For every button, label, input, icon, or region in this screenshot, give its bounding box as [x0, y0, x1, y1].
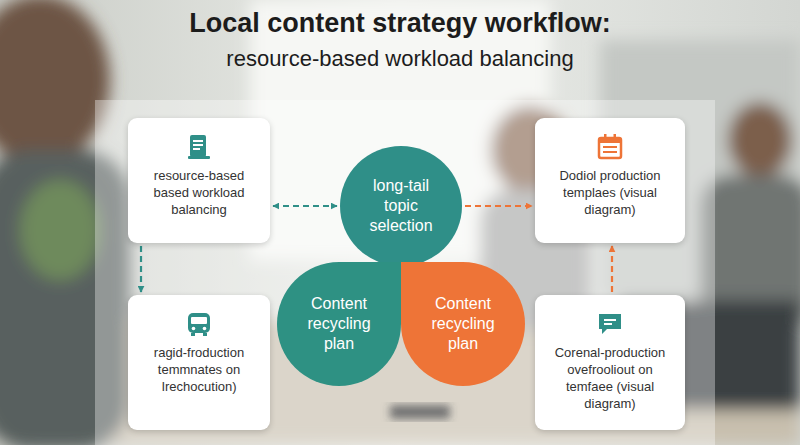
- box-icon: [184, 132, 214, 162]
- box-icon: [595, 132, 625, 162]
- process-box: ragid-froduction temmnates on Irechocuti…: [128, 295, 270, 430]
- node-text: Content recycling plan: [299, 294, 379, 354]
- node-text: Content recycling plan: [423, 294, 503, 354]
- dashed-connector: [273, 205, 337, 207]
- dashed-connector: [140, 246, 142, 292]
- dashed-connector: [465, 205, 532, 207]
- dashed-connector: [611, 246, 613, 292]
- process-box: Dodiol production templaes (visual diagr…: [535, 118, 685, 243]
- topic-circle: long-tail topic selection: [340, 146, 462, 266]
- leaf-shape: Content recycling plan: [401, 262, 525, 386]
- node-text: long-tail topic selection: [362, 176, 440, 236]
- box-icon: [595, 309, 625, 339]
- subtitle-label: resource-based workload balancing: [0, 46, 800, 72]
- node-text: Dodiol production templaes (visual diagr…: [545, 168, 675, 219]
- box-icon: [184, 309, 214, 339]
- diagram-title: Local content strategy workflow:: [0, 8, 800, 39]
- node-text: Corenal-production ovefrooliout on temfa…: [545, 345, 675, 413]
- node-text: resource-based based workload balancing: [138, 168, 260, 219]
- leaf-shape: Content recycling plan: [277, 262, 401, 386]
- process-box: resource-based based workload balancing: [128, 118, 270, 243]
- process-box: Corenal-production ovefrooliout on temfa…: [535, 295, 685, 430]
- node-text: ragid-froduction temmnates on Irechocuti…: [138, 345, 260, 396]
